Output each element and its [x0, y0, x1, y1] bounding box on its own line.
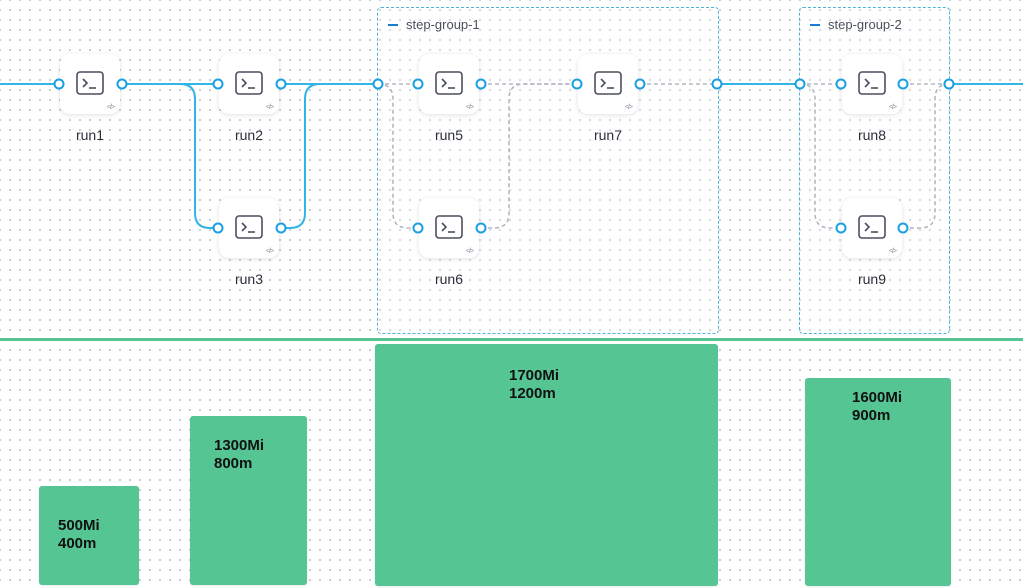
node-label-run6: run6	[434, 271, 464, 287]
resource-block: 1600Mi 900m	[805, 378, 951, 586]
code-icon: </>	[465, 248, 474, 255]
port-run1-out	[116, 78, 128, 90]
edge-run6-run7	[481, 83, 577, 229]
port-run6-in	[412, 222, 424, 234]
port-run5-in	[412, 78, 424, 90]
node-label-run7: run7	[593, 127, 623, 143]
resource-cpu: 400m	[58, 535, 97, 552]
terminal-icon	[435, 215, 463, 239]
port-group1-out	[711, 78, 723, 90]
step-node-run8[interactable]: </>	[842, 54, 902, 114]
code-icon: </>	[265, 248, 274, 255]
resource-cpu: 1200m	[509, 385, 556, 402]
node-label-run3: run3	[234, 271, 264, 287]
collapse-icon[interactable]	[388, 23, 398, 26]
port-run1-in	[53, 78, 65, 90]
terminal-icon	[858, 71, 886, 95]
code-icon: </>	[888, 104, 897, 111]
step-node-run2[interactable]: </>	[219, 54, 279, 114]
edge-g1-run6	[377, 83, 417, 229]
node-label-run2: run2	[234, 127, 264, 143]
edge-run3-group1	[281, 83, 378, 229]
resource-memory: 1600Mi	[852, 389, 903, 406]
timeline-divider	[0, 338, 1023, 341]
step-node-run7[interactable]: </>	[578, 54, 638, 114]
port-group1-in	[372, 78, 384, 90]
resource-block: 1300Mi 800m	[190, 416, 307, 585]
terminal-icon	[235, 215, 263, 239]
port-run2-in	[212, 78, 224, 90]
terminal-icon	[594, 71, 622, 95]
terminal-icon	[858, 215, 886, 239]
code-icon: </>	[465, 104, 474, 111]
edge-g2-run9	[799, 83, 840, 229]
code-icon: </>	[888, 248, 897, 255]
terminal-icon	[76, 71, 104, 95]
port-run3-out	[275, 222, 287, 234]
resource-memory: 1700Mi	[509, 367, 560, 384]
port-run7-in	[571, 78, 583, 90]
step-group-label: step-group-1	[406, 17, 480, 32]
connection-ports	[53, 78, 955, 234]
step-node-run5[interactable]: </>	[419, 54, 479, 114]
port-run8-out	[897, 78, 909, 90]
resource-block: 500Mi 400m	[39, 486, 139, 585]
port-run9-out	[897, 222, 909, 234]
node-label-run8: run8	[857, 127, 887, 143]
port-run3-in	[212, 222, 224, 234]
port-group2-in	[794, 78, 806, 90]
port-run2-out	[275, 78, 287, 90]
port-run6-out	[475, 222, 487, 234]
terminal-icon	[435, 71, 463, 95]
step-group-label: step-group-2	[828, 17, 902, 32]
edge-run9-g2end	[903, 83, 950, 229]
code-icon: </>	[106, 104, 115, 111]
pipeline-connections	[0, 83, 1023, 229]
step-node-run3[interactable]: </>	[219, 198, 279, 258]
terminal-icon	[235, 71, 263, 95]
code-icon: </>	[265, 104, 274, 111]
node-label-run9: run9	[857, 271, 887, 287]
resource-memory: 1300Mi	[214, 437, 265, 454]
port-run8-in	[835, 78, 847, 90]
port-group2-out	[943, 78, 955, 90]
step-node-run6[interactable]: </>	[419, 198, 479, 258]
step-node-run9[interactable]: </>	[842, 198, 902, 258]
step-node-run1[interactable]: </>	[60, 54, 120, 114]
port-run9-in	[835, 222, 847, 234]
node-label-run1: run1	[75, 127, 105, 143]
code-icon: </>	[624, 104, 633, 111]
node-label-run5: run5	[434, 127, 464, 143]
collapse-icon[interactable]	[810, 23, 820, 26]
port-run7-out	[634, 78, 646, 90]
resource-cpu: 800m	[214, 455, 253, 472]
port-run5-out	[475, 78, 487, 90]
edge-run1-run3	[122, 83, 217, 229]
resource-memory: 500Mi	[58, 517, 100, 534]
resource-cpu: 900m	[852, 407, 891, 424]
resource-block: 1700Mi 1200m	[375, 344, 718, 586]
